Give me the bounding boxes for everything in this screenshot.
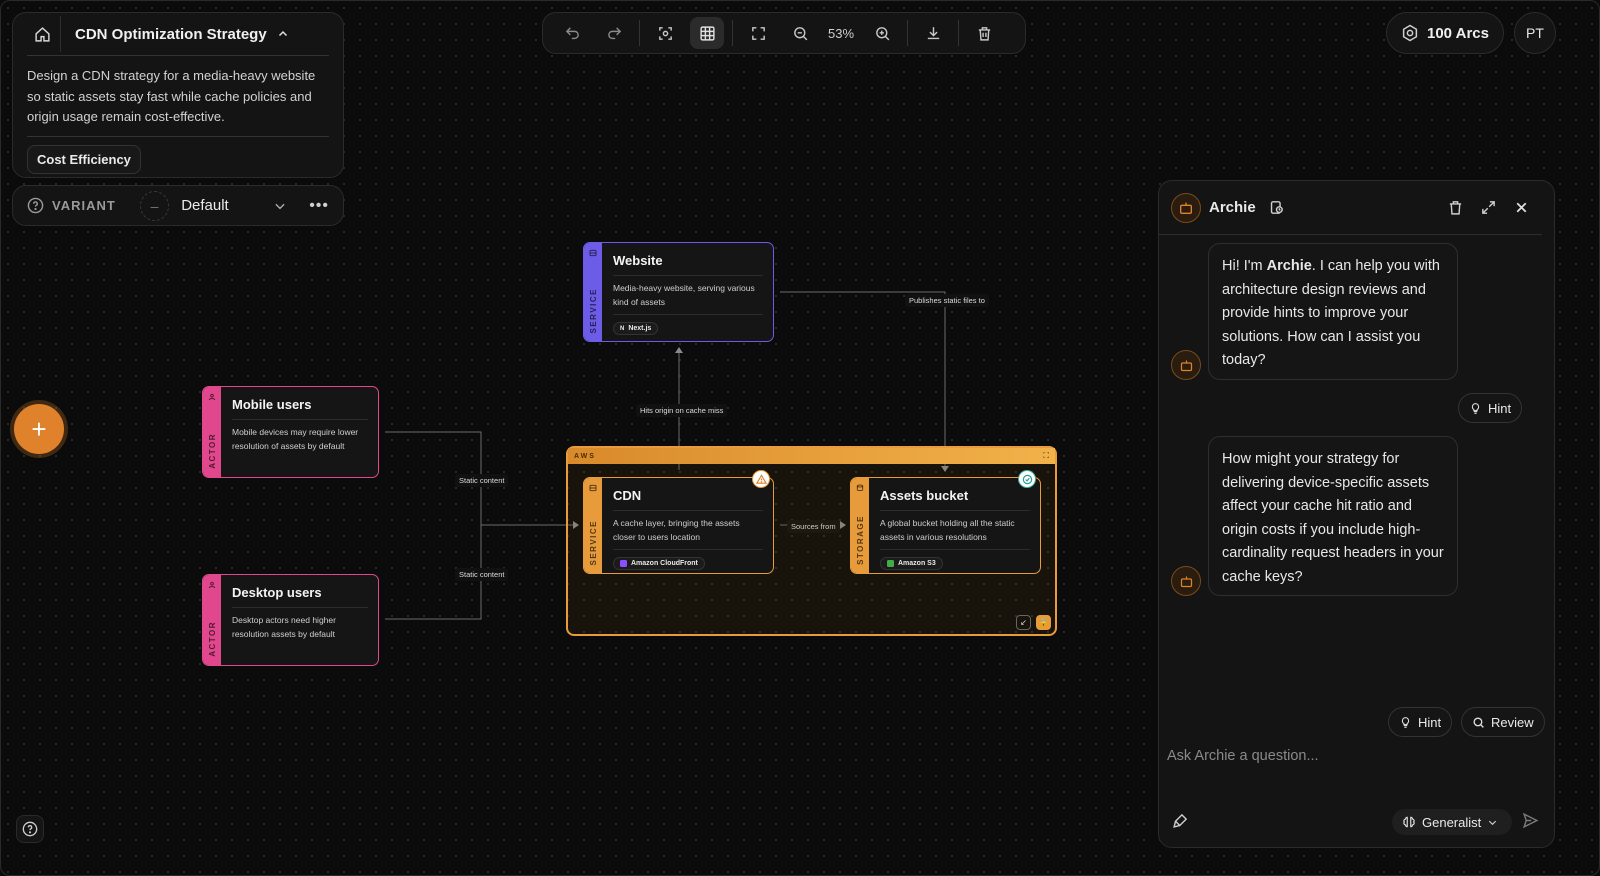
close-icon[interactable] — [1513, 199, 1530, 216]
home-icon[interactable] — [25, 16, 61, 52]
search-icon — [1473, 716, 1484, 728]
bot-icon — [1171, 192, 1201, 223]
group-expand-icon[interactable]: ⛶ — [1043, 451, 1049, 460]
node-description: Mobile devices may require lower resolut… — [232, 427, 359, 451]
grid-icon[interactable] — [690, 17, 724, 49]
bot-icon — [1171, 566, 1201, 596]
variant-status-icon: – — [139, 190, 170, 221]
edge-website-bucket — [780, 291, 946, 466]
brush-icon[interactable] — [1172, 812, 1189, 829]
hint-button[interactable]: Hint — [1458, 393, 1523, 423]
collapse-icon[interactable]: ↙ — [1016, 615, 1031, 630]
tech-badge: Amazon S3 — [880, 557, 943, 570]
node-kind: SERVICE — [588, 519, 598, 565]
bot-icon — [1171, 350, 1201, 380]
arcs-count: 100 Arcs — [1427, 24, 1489, 42]
project-description: Design a CDN strategy for a media-heavy … — [27, 68, 316, 124]
chevron-up-icon[interactable] — [277, 28, 289, 40]
node-mobile-users[interactable]: ACTOR Mobile users Mobile devices may re… — [202, 386, 379, 478]
download-icon[interactable] — [916, 17, 950, 49]
node-description: A global bucket holding all the static a… — [880, 518, 1015, 542]
node-title: Desktop users — [232, 585, 368, 608]
avatar[interactable]: PT — [1514, 12, 1556, 54]
node-kind: ACTOR — [207, 433, 217, 469]
group-label: AWS — [574, 452, 596, 460]
node-cdn[interactable]: SERVICE CDN A cache layer, bringing the … — [583, 477, 774, 574]
trash-icon[interactable] — [967, 17, 1001, 49]
expand-icon[interactable] — [1480, 199, 1497, 216]
variant-bar: VARIANT – Default ••• — [12, 185, 344, 226]
project-card: CDN Optimization Strategy Design a CDN s… — [12, 12, 344, 178]
help-icon[interactable] — [16, 815, 44, 843]
check-icon[interactable] — [1018, 470, 1036, 488]
node-description: Desktop actors need higher resolution as… — [232, 615, 336, 639]
edge-label-hits-origin: Hits origin on cache miss — [636, 404, 728, 417]
trash-icon[interactable] — [1447, 199, 1464, 216]
canvas-toolbar: 53% — [542, 12, 1026, 54]
mode-select[interactable]: Generalist — [1392, 809, 1512, 835]
arcs-icon — [1401, 24, 1419, 42]
node-description: A cache layer, bringing the assets close… — [613, 518, 740, 542]
node-website[interactable]: SERVICE Website Media-heavy website, ser… — [583, 242, 774, 342]
zoom-out-icon[interactable] — [783, 17, 817, 49]
arcs-balance[interactable]: 100 Arcs — [1386, 12, 1504, 54]
chevron-down-icon — [1489, 820, 1497, 825]
tech-badge: Amazon CloudFront — [613, 557, 705, 570]
edge-mobile-cdn — [385, 431, 482, 525]
lightbulb-icon — [1401, 716, 1410, 728]
history-icon[interactable] — [1268, 199, 1285, 216]
edge-label-publishes: Publishes static files to — [905, 294, 989, 307]
edge-desktop-cdn — [385, 525, 482, 620]
warning-icon[interactable] — [752, 470, 770, 488]
more-options-icon[interactable]: ••• — [309, 196, 329, 214]
review-button[interactable]: Review — [1461, 707, 1545, 737]
node-kind: SERVICE — [588, 287, 598, 333]
edge-label-sources-from: Sources from — [787, 520, 840, 533]
lock-icon[interactable]: 🔒 — [1036, 615, 1051, 630]
hint-button[interactable]: Hint — [1388, 707, 1453, 737]
node-title: CDN — [613, 488, 763, 511]
node-title: Mobile users — [232, 397, 368, 420]
node-title: Website — [613, 253, 763, 276]
zoom-level: 53% — [827, 25, 855, 41]
node-kind: ACTOR — [207, 621, 217, 657]
add-node-button[interactable]: + — [14, 404, 64, 454]
project-tag: Cost Efficiency — [27, 144, 141, 174]
edge-label-static-mobile: Static content — [455, 474, 509, 487]
variant-select[interactable]: Default — [181, 197, 229, 214]
chat-message-assistant: Hi! I'm Archie. I can help you with arch… — [1208, 243, 1458, 380]
node-assets-bucket[interactable]: STORAGE Assets bucket A global bucket ho… — [850, 477, 1041, 574]
focus-icon[interactable] — [648, 17, 682, 49]
fullscreen-icon[interactable] — [741, 17, 775, 49]
chat-input[interactable] — [1167, 748, 1527, 764]
edge-label-static-desktop: Static content — [455, 568, 509, 581]
redo-icon[interactable] — [597, 17, 631, 49]
lightbulb-icon — [1471, 402, 1480, 414]
project-title[interactable]: CDN Optimization Strategy — [75, 25, 267, 43]
assistant-name: Archie — [1209, 199, 1256, 216]
chat-message-assistant: How might your strategy for delivering d… — [1208, 436, 1458, 596]
zoom-in-icon[interactable] — [865, 17, 899, 49]
send-icon[interactable] — [1522, 812, 1539, 829]
undo-icon[interactable] — [555, 17, 589, 49]
node-desktop-users[interactable]: ACTOR Desktop users Desktop actors need … — [202, 574, 379, 666]
variant-label: VARIANT — [52, 198, 116, 213]
question-icon[interactable] — [27, 197, 44, 214]
brain-icon — [1403, 816, 1415, 828]
node-description: Media-heavy website, serving various kin… — [613, 283, 755, 307]
chevron-down-icon[interactable] — [273, 199, 287, 213]
node-kind: STORAGE — [855, 515, 865, 565]
node-title: Assets bucket — [880, 488, 1030, 511]
